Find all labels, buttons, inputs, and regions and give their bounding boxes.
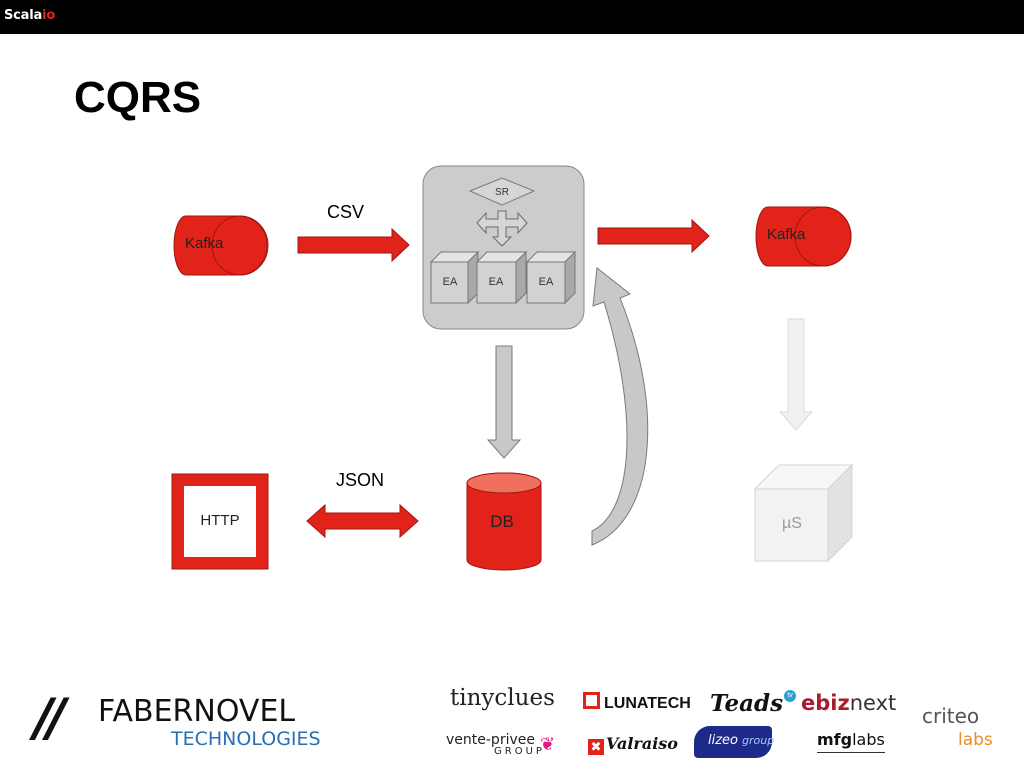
db-label: DB <box>490 512 514 531</box>
source-kafka-cylinder: Kafka <box>173 215 269 276</box>
lizeo-group: group <box>742 734 775 747</box>
mfg-name: mfg <box>817 730 853 749</box>
butterfly-icon: ❦ <box>540 734 556 754</box>
lunatech-logo: LUNATECH <box>583 692 691 714</box>
ea-cube-3: EA <box>525 250 577 305</box>
criteo-labs: labs <box>958 730 993 750</box>
lunatech-name: LUNATECH <box>604 695 691 712</box>
db-cylinder: DB <box>466 472 542 571</box>
vente-privee-group: GROUP <box>494 746 545 757</box>
down-arrow-to-microservice <box>778 318 814 431</box>
csv-label: CSV <box>327 202 364 222</box>
json-double-arrow <box>306 503 419 539</box>
scalaio-logo: Scalaio <box>4 8 56 23</box>
sr-label: SR <box>495 187 509 198</box>
ebiznext-next: next <box>849 691 897 715</box>
top-bar: Scalaio <box>0 0 1024 34</box>
fabernovel-name: FABERNOVEL <box>98 694 296 729</box>
http-label: HTTP <box>200 512 239 529</box>
vente-privee-name: vente-privee <box>446 732 535 748</box>
teads-badge: tv <box>784 690 797 702</box>
fabernovel-slashes: // <box>34 688 66 748</box>
microservice-cube: µS <box>753 463 854 563</box>
criteo-labs-logo: criteo labs <box>922 704 1002 752</box>
tinyclues-logo: tinyclues <box>450 685 555 711</box>
json-label: JSON <box>336 470 384 490</box>
curved-return-arrow <box>591 267 649 546</box>
ea-label-2: EA <box>489 276 504 288</box>
ea-label-1: EA <box>443 276 458 288</box>
lunatech-icon <box>583 692 600 709</box>
valraiso-icon: ✖ <box>588 739 604 755</box>
source-kafka-label: Kafka <box>185 235 224 252</box>
processing-box: SR EA EA EA <box>422 165 585 330</box>
teads-name: Teads <box>710 690 784 717</box>
ebiznext-ebiz: ebiz <box>801 691 850 715</box>
ea-label-3: EA <box>539 276 554 288</box>
vente-privee-logo: vente-privee GROUP ❦ <box>446 732 566 762</box>
valraiso-name: Valraiso <box>606 734 678 753</box>
target-kafka-cylinder: Kafka <box>755 206 852 267</box>
routing-arrow-icon <box>476 210 528 247</box>
ebiznext-logo: ebiznext <box>801 691 896 715</box>
microservice-label: µS <box>782 515 802 532</box>
ea-cube-1: EA <box>429 250 480 305</box>
down-arrow-to-db <box>486 345 522 459</box>
slide-title: CQRS <box>74 73 202 122</box>
ea-cube-2: EA <box>475 250 528 305</box>
fabernovel-sub: TECHNOLOGIES <box>171 728 321 750</box>
output-arrow <box>597 218 710 254</box>
csv-arrow <box>297 227 410 263</box>
mfg-labs-logo: mfglabs <box>817 730 885 753</box>
sr-diamond <box>468 177 536 206</box>
http-box: HTTP <box>171 473 269 570</box>
lizeo-logo: lizeo group <box>694 726 775 758</box>
lizeo-name: lizeo <box>708 733 738 748</box>
fabernovel-logo: // FABERNOVEL TECHNOLOGIES <box>34 688 334 752</box>
target-kafka-label: Kafka <box>767 226 806 243</box>
valraiso-logo: ✖Valraiso <box>588 734 678 755</box>
mfg-labs: labs <box>852 730 885 749</box>
criteo-name: criteo <box>922 704 980 728</box>
